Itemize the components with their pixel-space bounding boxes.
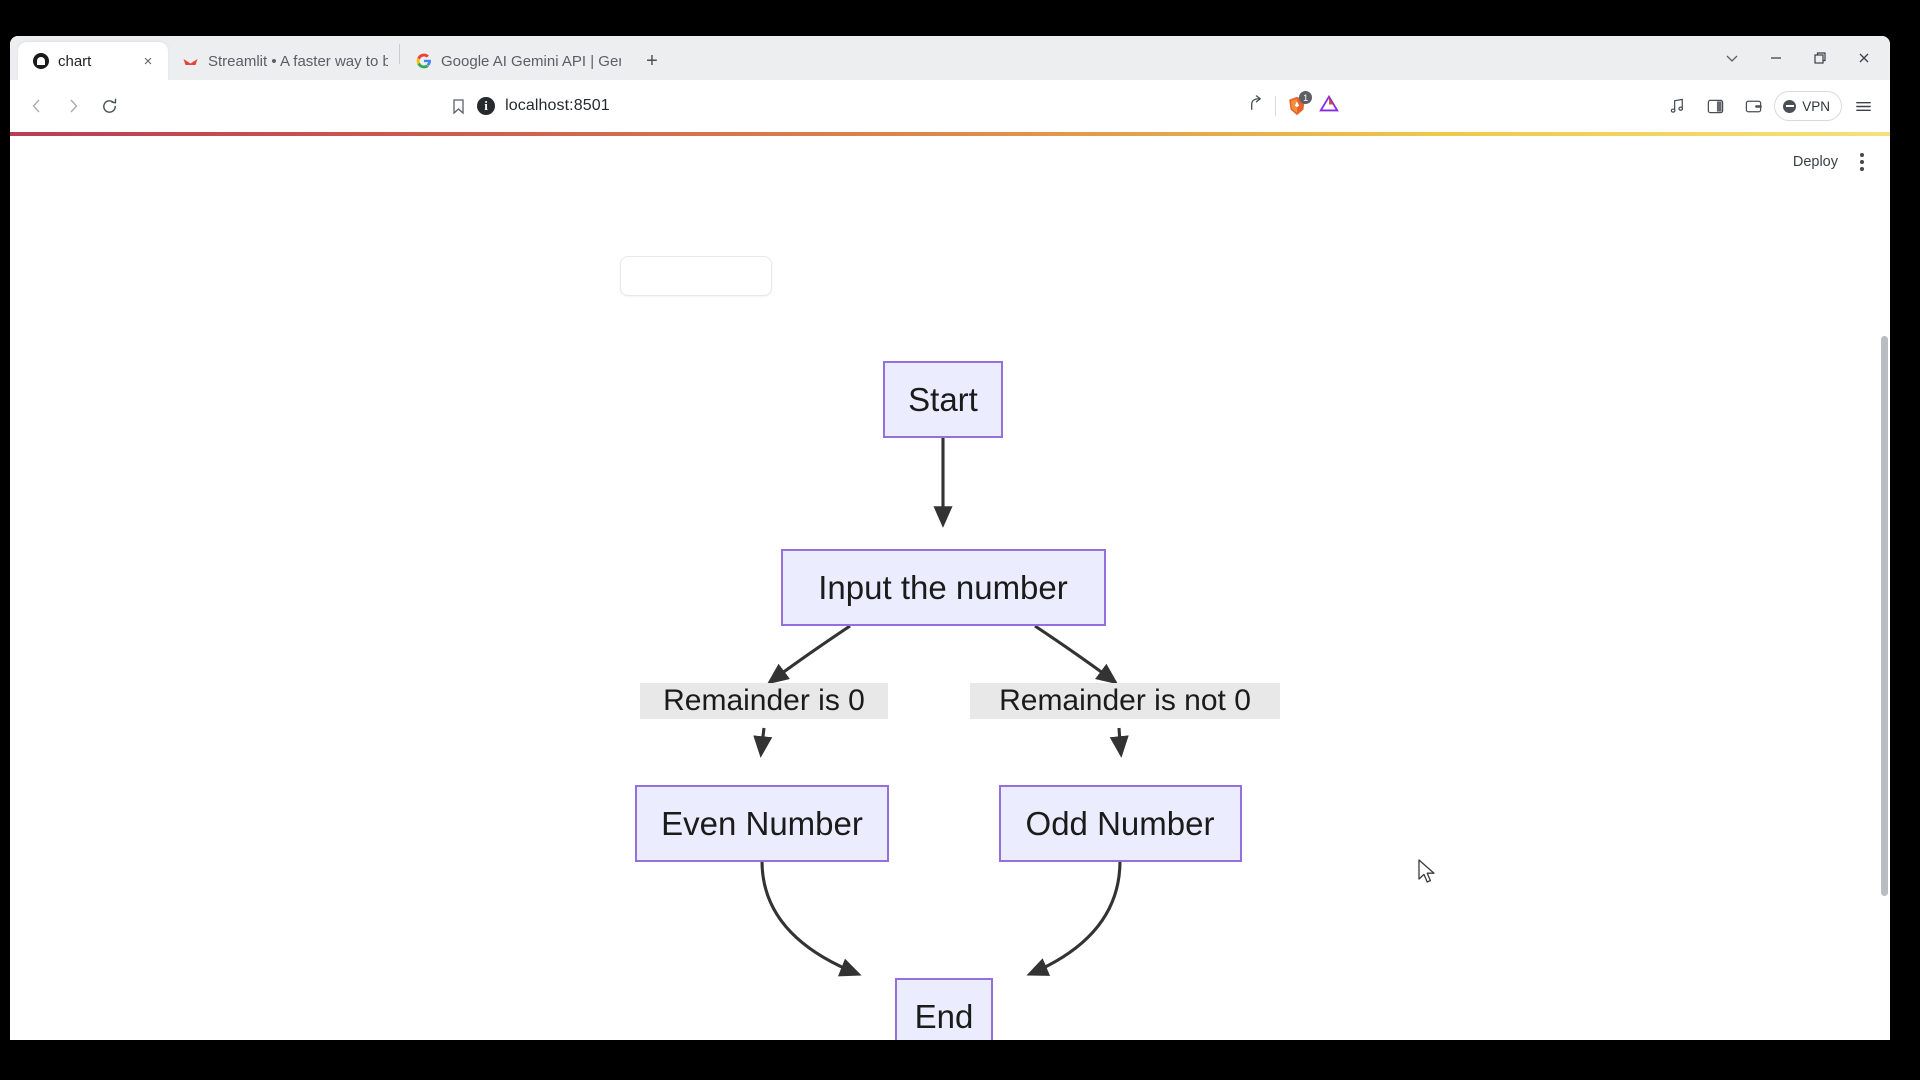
edge-even-end [760, 860, 862, 977]
shield-badge: 1 [1299, 91, 1313, 104]
share-icon[interactable] [1246, 94, 1265, 118]
menu-icon[interactable] [1846, 89, 1880, 123]
minimize-icon[interactable] [1754, 38, 1798, 78]
chevron-down-icon[interactable] [1710, 38, 1754, 78]
streamlit-loading-bar [10, 132, 1890, 136]
tab-chart[interactable]: chart × [18, 42, 168, 80]
node-even[interactable]: Even Number [635, 785, 889, 862]
page-scrollbar[interactable] [1880, 136, 1890, 1040]
node-label: Even Number [661, 805, 863, 842]
back-icon[interactable] [20, 89, 54, 123]
node-input[interactable]: Input the number [781, 549, 1106, 626]
edge-label1-odd [1109, 727, 1129, 758]
reload-icon[interactable] [92, 89, 126, 123]
wallet-icon[interactable] [1736, 89, 1770, 123]
restore-icon[interactable] [1798, 38, 1842, 78]
leo-ai-icon[interactable] [1318, 93, 1340, 120]
flowchart-edge-labels: Remainder is 0 Remainder is not 0 [640, 683, 1280, 719]
tab-label: chart [58, 52, 92, 70]
flowchart: Remainder is 0 Remainder is not 0 Start … [635, 361, 1280, 1040]
node-odd[interactable]: Odd Number [999, 785, 1242, 862]
omnibox-container: i localhost:8501 [128, 89, 1652, 123]
node-label: Odd Number [1026, 805, 1215, 842]
browser-window: chart × Streamlit • A faster way to buil… [10, 36, 1890, 1040]
tab-label: Google AI Gemini API | Gemma ope [441, 52, 621, 70]
vpn-label: VPN [1802, 98, 1830, 114]
vpn-button[interactable]: VPN [1774, 91, 1842, 121]
node-label: Start [908, 381, 978, 418]
url-text: localhost:8501 [505, 97, 610, 114]
edge-label-bg [970, 683, 1280, 719]
chart-favicon-icon [32, 53, 49, 70]
bookmark-icon[interactable] [450, 98, 467, 115]
omnibox-actions: 1 [1246, 89, 1340, 123]
tab-streamlit[interactable]: Streamlit • A faster way to build and [168, 42, 398, 80]
flowchart-edges [753, 437, 1129, 977]
page-content: Deploy [10, 136, 1890, 1040]
close-icon[interactable]: × [143, 52, 153, 70]
sidebar-icon[interactable] [1698, 89, 1732, 123]
edge-label-text: Remainder is 0 [663, 684, 865, 717]
node-label: Input the number [818, 569, 1068, 606]
edge-input-even [766, 624, 851, 685]
brave-shield-icon[interactable]: 1 [1286, 91, 1313, 117]
forward-icon[interactable] [56, 89, 90, 123]
tab-strip: chart × Streamlit • A faster way to buil… [10, 36, 1890, 80]
streamlit-app-header: Deploy [1793, 144, 1872, 180]
edge-label0-even [753, 727, 773, 758]
streamlit-favicon-icon [182, 53, 199, 70]
scrollbar-thumb[interactable] [1881, 336, 1888, 896]
music-icon[interactable] [1660, 89, 1694, 123]
close-icon[interactable] [1842, 38, 1886, 78]
edge-odd-end [1026, 860, 1122, 976]
site-info-icon[interactable]: i [477, 97, 496, 115]
window-controls [1710, 36, 1886, 80]
app-menu-icon[interactable] [1852, 147, 1872, 177]
browser-toolbar: i localhost:8501 [10, 80, 1890, 132]
toolbar-divider [1275, 96, 1277, 116]
tab-divider [399, 43, 400, 64]
deploy-button[interactable]: Deploy [1792, 154, 1838, 170]
new-tab-button[interactable]: + [646, 49, 658, 72]
edge-label-text: Remainder is not 0 [999, 684, 1251, 717]
screen-bottom-bar [0, 1040, 1920, 1080]
tab-label: Streamlit • A faster way to build and [208, 52, 388, 70]
vpn-status-icon [1783, 99, 1797, 113]
tab-google-ai[interactable]: Google AI Gemini API | Gemma ope [401, 42, 631, 80]
node-end[interactable]: End [895, 978, 993, 1040]
edge-input-odd [1034, 624, 1119, 685]
edge-label-bg [640, 683, 888, 719]
google-favicon-icon [415, 53, 432, 70]
toolbar-actions: VPN [1654, 89, 1880, 123]
node-start[interactable]: Start [883, 361, 1003, 438]
flowchart-nodes: Start Input the number Even Number Odd N… [635, 361, 1242, 1040]
scrolled-widget-partial[interactable] [620, 256, 772, 296]
node-label: End [915, 998, 974, 1035]
address-bar[interactable]: i localhost:8501 [440, 89, 1340, 123]
